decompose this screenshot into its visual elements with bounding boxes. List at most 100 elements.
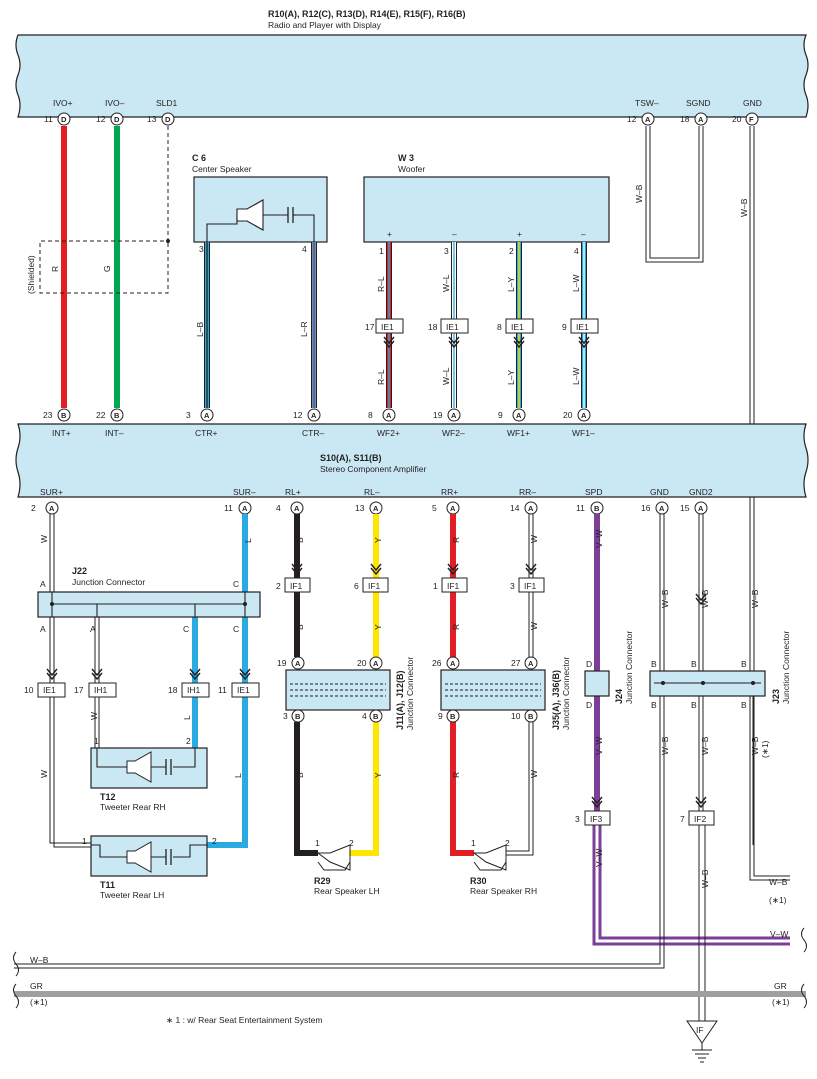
wire-label-wb: W–B xyxy=(634,184,644,203)
r29-name: Rear Speaker LH xyxy=(314,886,380,896)
j23-b: B xyxy=(691,700,697,710)
inline-pin: 2 xyxy=(276,581,281,591)
amp-pin-top-0-conn: B xyxy=(61,411,67,420)
connector-arrow-icon xyxy=(383,336,395,349)
wire-label: W xyxy=(89,712,99,720)
mid-wires xyxy=(204,126,790,881)
j35-conn: B xyxy=(528,712,534,721)
wire-gnd-bus xyxy=(14,696,665,969)
wire-rr-minus-2 xyxy=(528,592,534,657)
j24-name: Junction Connector xyxy=(624,631,634,704)
wire-break-icon xyxy=(13,951,19,1009)
connector-arrow-icon xyxy=(695,593,707,606)
shield-node xyxy=(166,239,170,243)
radio-pin-label-gnd: GND xyxy=(743,98,762,108)
r29-id: R29 xyxy=(314,876,331,886)
r30-id: R30 xyxy=(470,876,487,886)
connector-arrow-icon xyxy=(447,563,459,576)
inline-label: IF1 xyxy=(290,581,303,591)
radio-pin-conn: A xyxy=(645,115,651,124)
amp-pin-label-top: WF2+ xyxy=(377,428,400,438)
amp-pin-label-bottom: SUR+ xyxy=(40,487,63,497)
if-inline-connectors: 3 IF3 7 IF2 xyxy=(575,810,715,826)
amp-pin-bottom-0-num: 2 xyxy=(31,503,36,513)
rear-speaker-rh: 1 2 R30 Rear Speaker RH xyxy=(470,838,537,896)
j23-name: Junction Connector xyxy=(781,631,791,704)
woofer-pol: – xyxy=(581,229,586,239)
j35-name: Junction Connector xyxy=(561,657,571,730)
amp-pin-top-1 xyxy=(110,408,124,422)
connector-arrow-icon xyxy=(695,796,707,809)
r30-pin: 1 xyxy=(471,838,476,848)
j22-junction: J22 Junction Connector A C A A C C xyxy=(37,566,261,634)
j35-pin: 26 xyxy=(432,658,442,668)
radio-pin-conn: F xyxy=(749,115,754,124)
wire-label: Y xyxy=(373,772,383,778)
j35-conn: B xyxy=(450,712,456,721)
t12-name: Tweeter Rear RH xyxy=(100,802,166,812)
wire-label-rl: R–L xyxy=(376,369,386,385)
radio-pin-num: 11 xyxy=(44,114,53,124)
connector-arrow-icon xyxy=(189,668,201,681)
wire-label: L xyxy=(182,715,192,720)
t11-pin: 1 xyxy=(82,836,87,846)
j23-b: B xyxy=(691,659,697,669)
connector-arrow-icon xyxy=(239,668,251,681)
connector-arrow-icon xyxy=(448,336,460,349)
j23-b: B xyxy=(651,659,657,669)
wire-label-ly: L–Y xyxy=(506,370,516,385)
connector-arrow-icon xyxy=(91,668,103,681)
wire-label-ly: L–Y xyxy=(506,277,516,292)
woofer-pin: 1 xyxy=(379,246,384,256)
amp-pin-bottom-3-conn: A xyxy=(373,504,379,513)
radio-pin-label-sld1: SLD1 xyxy=(156,98,178,108)
amp-pin-bottom-8 xyxy=(694,501,708,515)
radio-pin-sld1 xyxy=(161,112,175,126)
speaker-icon xyxy=(316,844,351,871)
r29-pin: 2 xyxy=(349,838,354,848)
radio-pin-label-sgnd: SGND xyxy=(686,98,711,108)
rear-speaker-lh: 1 2 R29 Rear Speaker LH xyxy=(314,838,380,896)
radio-id: R10(A), R12(C), R13(D), R14(E), R15(F), … xyxy=(268,9,466,19)
center-pin-3: 3 xyxy=(199,244,204,254)
amp-pin-top-7 xyxy=(577,408,591,422)
wire-label: R xyxy=(451,537,461,543)
amp-pin-bottom-6-conn: B xyxy=(594,504,600,513)
inline-pin: 1 xyxy=(433,581,438,591)
center-speaker: C 6 Center Speaker 3 4 xyxy=(192,153,328,254)
j35-conn: A xyxy=(450,659,456,668)
radio-pin-conn: D xyxy=(61,115,67,124)
radio-pin-num: 20 xyxy=(732,114,742,124)
inline-connector-if1 xyxy=(284,577,311,593)
amp-pin-top-3-num: 12 xyxy=(293,410,303,420)
inline-label: IF1 xyxy=(447,581,460,591)
j35-pin: 10 xyxy=(511,711,521,721)
wire-label: R xyxy=(451,772,461,778)
woofer-pin: 4 xyxy=(574,246,579,256)
wire-label-lw: L–W xyxy=(571,275,581,292)
t12-pin: 1 xyxy=(94,736,99,746)
amp-pin-top-7-conn: A xyxy=(581,411,587,420)
j11-conn: B xyxy=(295,712,301,721)
woofer-pol: – xyxy=(452,229,457,239)
radio-pin-label-tsw: TSW– xyxy=(635,98,659,108)
woofer-pin: 2 xyxy=(509,246,514,256)
wire-label-rl: R–L xyxy=(376,276,386,292)
sur-inline-connectors: 10 IE1 17 IH1 18 IH1 11 IE1 xyxy=(24,682,260,698)
amplifier-component: S10(A), S11(B) Stereo Component Amplifie… xyxy=(15,423,809,498)
amp-pin-top-3 xyxy=(307,408,321,422)
radio-box xyxy=(15,34,809,118)
inline-pin: 9 xyxy=(562,322,567,332)
inline-pin: 3 xyxy=(575,814,580,824)
amp-pin-top-3-conn: A xyxy=(311,411,317,420)
j24-junction: D D J24 Junction Connector xyxy=(584,631,634,710)
amp-pin-bottom-4-conn: A xyxy=(450,504,456,513)
inline-label: IH1 xyxy=(187,685,201,695)
inline-label: IH1 xyxy=(94,685,108,695)
inline-pin: 10 xyxy=(24,685,34,695)
wire-label: W xyxy=(529,622,539,630)
connector-arrow-icon xyxy=(525,563,537,576)
t11-name: Tweeter Rear LH xyxy=(100,890,164,900)
wire-label: V–W xyxy=(770,929,788,939)
wire-gnd-if xyxy=(698,825,706,1021)
